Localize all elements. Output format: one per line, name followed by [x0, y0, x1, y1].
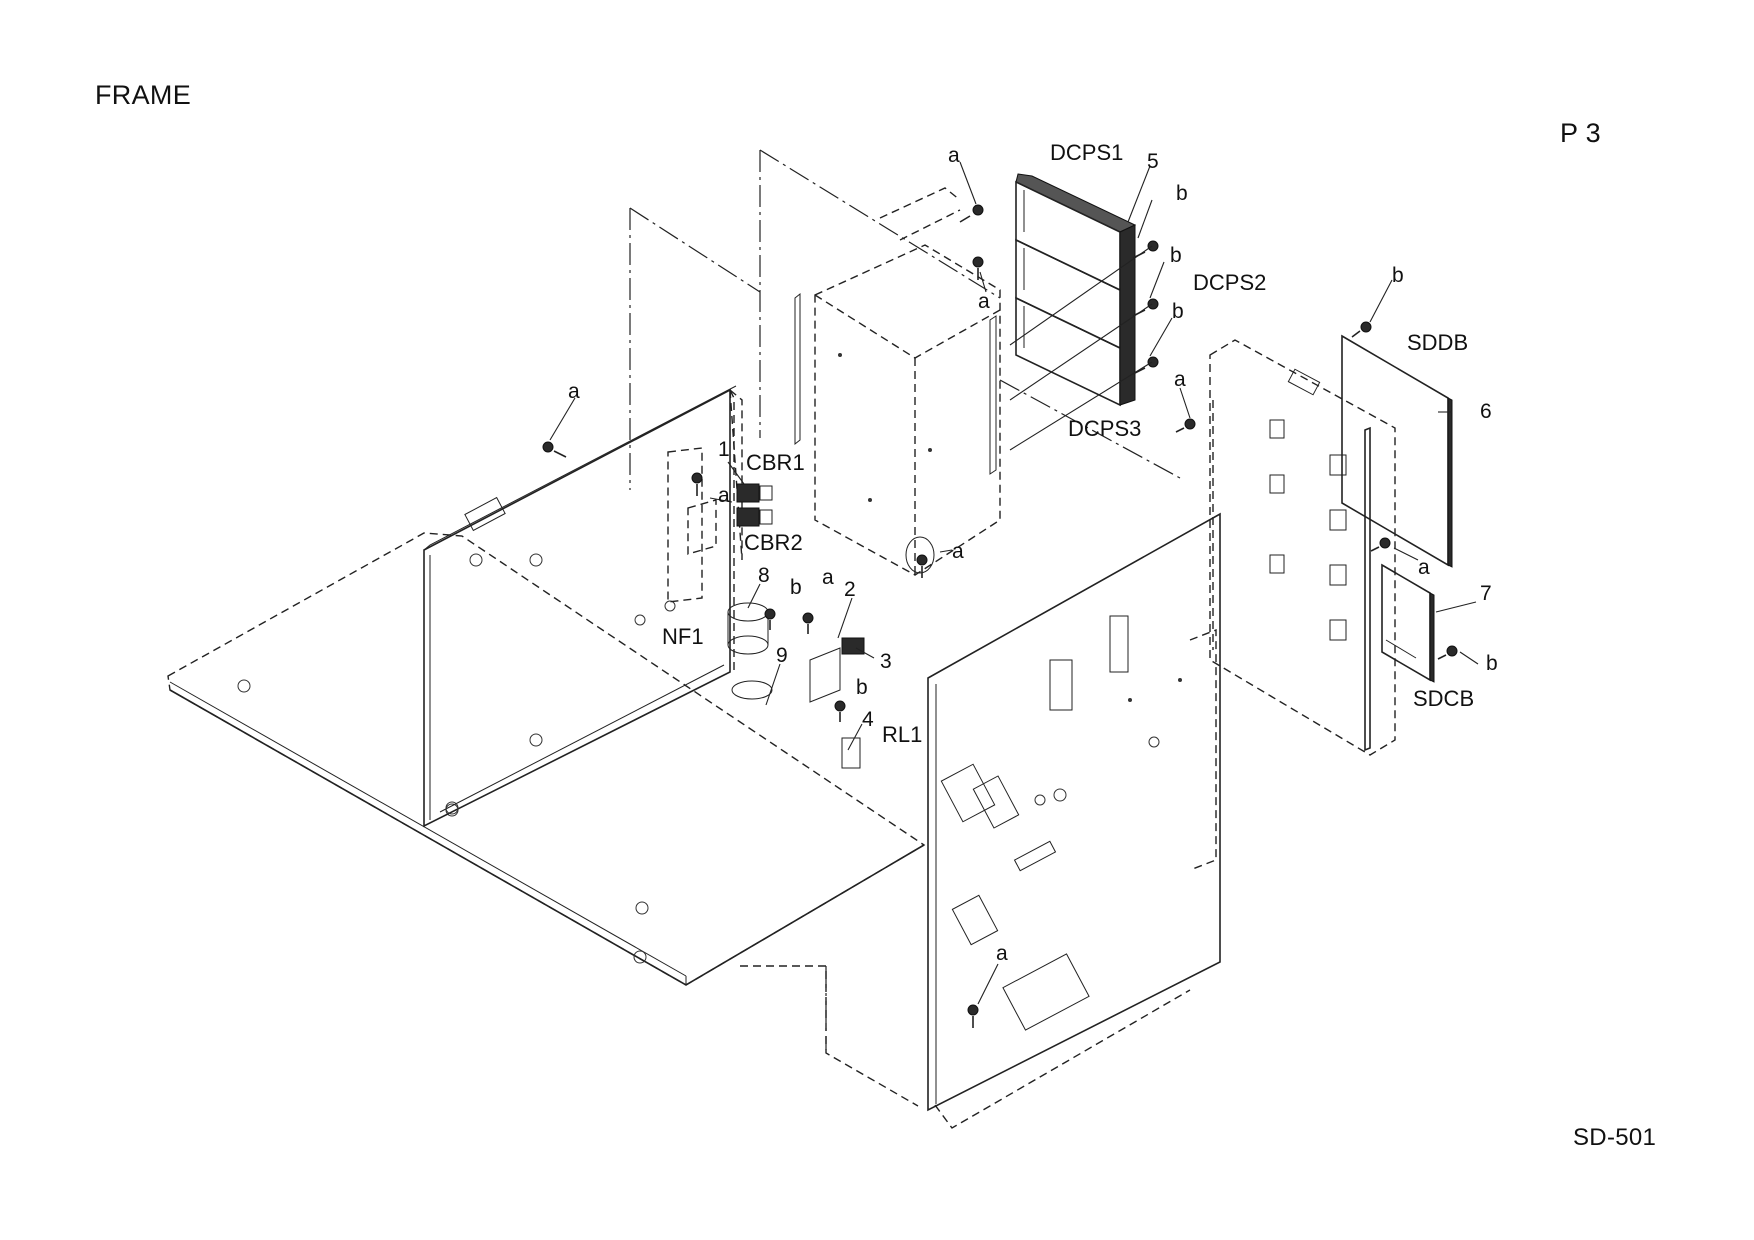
screw-b: b [1176, 182, 1188, 205]
page-number: P 3 [1560, 118, 1601, 148]
label-sddb: SDDB [1407, 330, 1468, 355]
right-rear-panel [1209, 339, 1396, 756]
screw-a: a [718, 484, 730, 507]
screws [542, 204, 1458, 1028]
screw-b: b [790, 576, 802, 599]
screw-a: a [1174, 368, 1186, 391]
front-panel [927, 512, 1221, 1129]
callout-7: 7 [1480, 582, 1492, 605]
screw-b: b [1486, 652, 1498, 675]
screw-a: a [568, 380, 580, 403]
noise-filter [727, 602, 773, 700]
screw-a: a [978, 290, 990, 313]
label-sdcb: SDCB [1413, 686, 1474, 711]
screw-a: a [1418, 556, 1430, 579]
screw-a: a [952, 540, 964, 563]
diagram-title: FRAME [95, 80, 191, 110]
screw-a: a [822, 566, 834, 589]
base-plate [167, 532, 926, 1107]
callout-9: 9 [776, 644, 788, 667]
callout-3: 3 [880, 650, 892, 673]
part-number-callouts: 1 2 3 4 5 6 7 8 9 [718, 150, 1492, 731]
label-dcps1: DCPS1 [1050, 140, 1123, 165]
callout-5: 5 [1147, 150, 1159, 173]
sdcb-board [1381, 563, 1435, 683]
power-supply-box [794, 187, 1001, 576]
component-labels: DCPS1 DCPS2 DCPS3 SDDB SDCB CBR1 CBR2 NF… [662, 140, 1474, 747]
callout-8: 8 [758, 564, 770, 587]
label-cbr2: CBR2 [744, 530, 803, 555]
screw-b: b [856, 676, 868, 699]
screw-b: b [1170, 244, 1182, 267]
label-nf1: NF1 [662, 624, 704, 649]
dc-power-supply-units [1015, 173, 1137, 407]
callout-4: 4 [862, 708, 874, 731]
label-dcps2: DCPS2 [1193, 270, 1266, 295]
sddb-board [1341, 334, 1453, 568]
label-cbr1: CBR1 [746, 450, 805, 475]
label-rl1: RL1 [882, 722, 922, 747]
rear-frame-outline [629, 149, 1181, 490]
callout-6: 6 [1480, 400, 1492, 423]
screw-type-callouts: a a b b b a a b a a a b b a b a [568, 144, 1498, 965]
callout-2: 2 [844, 578, 856, 601]
label-dcps3: DCPS3 [1068, 416, 1141, 441]
callout-1: 1 [718, 438, 730, 461]
screw-a: a [948, 144, 960, 167]
circuit-breaker-bracket [667, 447, 773, 603]
screw-b: b [1172, 300, 1184, 323]
model-code: SD-501 [1573, 1124, 1657, 1151]
screw-b: b [1392, 264, 1404, 287]
left-side-wall [423, 385, 743, 828]
screw-a: a [996, 942, 1008, 965]
leader-lines [549, 161, 1479, 1005]
